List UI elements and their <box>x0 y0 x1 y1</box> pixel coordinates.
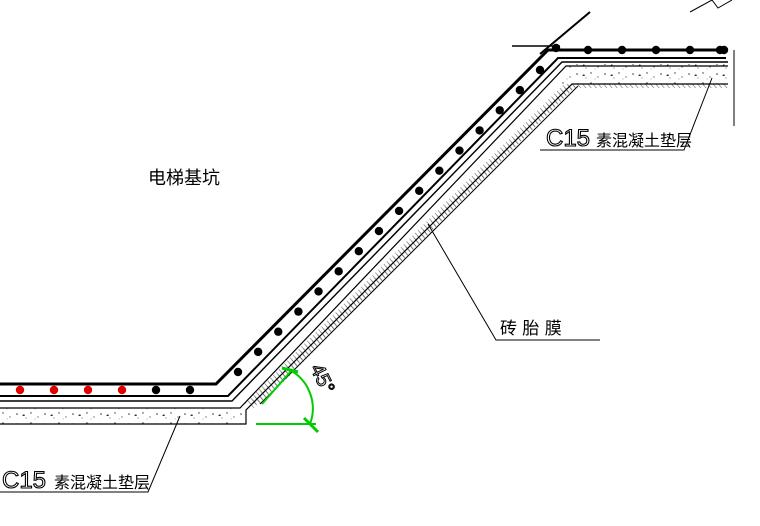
rebar-slope <box>475 126 484 135</box>
waterproof-line <box>0 61 728 402</box>
rebar-slope <box>455 146 464 155</box>
rebar-bottom-red <box>15 385 25 395</box>
rebar-slope <box>233 367 243 377</box>
dim-line-slope <box>261 369 293 405</box>
membrane-slope-edge <box>259 85 579 405</box>
leader-bottom-cushion <box>0 415 181 493</box>
rebar-bottom-red <box>117 385 127 395</box>
rebar-slope <box>515 85 525 95</box>
pit-label: 电梯基坑 <box>148 168 220 189</box>
rebar-top <box>685 45 695 55</box>
angle-dimension <box>256 366 320 434</box>
rebar-slope <box>253 347 263 357</box>
inner-slab-line <box>0 57 726 397</box>
brick-membrane-slope-hatch <box>244 84 578 404</box>
rebar-slope <box>435 166 444 175</box>
rebar-top <box>715 45 725 55</box>
rebar-slope <box>535 65 545 75</box>
rebar-slope <box>394 206 404 216</box>
rebar-bottom <box>185 385 195 395</box>
structure-lines <box>0 0 735 425</box>
break-line-top <box>539 11 591 55</box>
rebar-top <box>551 43 561 53</box>
leader-lines <box>0 77 713 493</box>
leader-top-cushion <box>540 77 713 151</box>
rebar-slope <box>274 327 283 336</box>
rebar-group <box>15 43 729 395</box>
dim-arc <box>289 369 314 425</box>
dim-tick-top <box>281 366 299 374</box>
cushion-top-line <box>0 65 728 409</box>
rebar-slope <box>354 247 363 256</box>
bottom-cushion-code: C15 <box>2 467 46 494</box>
rebar-bottom-red <box>49 385 59 395</box>
top-cushion-text: 素混凝土垫层 <box>596 131 692 150</box>
rebar-top <box>651 45 661 55</box>
dim-tick-bottom <box>302 416 320 434</box>
leader-membrane <box>427 223 600 341</box>
rebar-slope <box>374 226 384 236</box>
rebar-slope <box>314 287 323 296</box>
rebar-slope <box>415 186 424 195</box>
bottom-cushion-text: 素混凝土垫层 <box>54 473 150 492</box>
rebar-bottom <box>151 385 161 395</box>
rebar-slope <box>495 106 504 115</box>
bottom-cushion-layer <box>0 408 246 424</box>
rebar-bottom-red <box>83 385 93 395</box>
top-cushion-code: C15 <box>546 125 590 152</box>
outer-slab-line <box>0 48 726 386</box>
break-line-right <box>689 0 733 13</box>
membrane-label: 砖 胎 膜 <box>500 319 562 339</box>
top-cushion-layer <box>560 64 728 84</box>
cushion-bottom-line <box>0 83 728 425</box>
rebar-slope <box>294 307 303 316</box>
rebar-top <box>583 45 593 55</box>
rebar-top <box>617 45 627 55</box>
rebar-slope <box>334 267 343 276</box>
